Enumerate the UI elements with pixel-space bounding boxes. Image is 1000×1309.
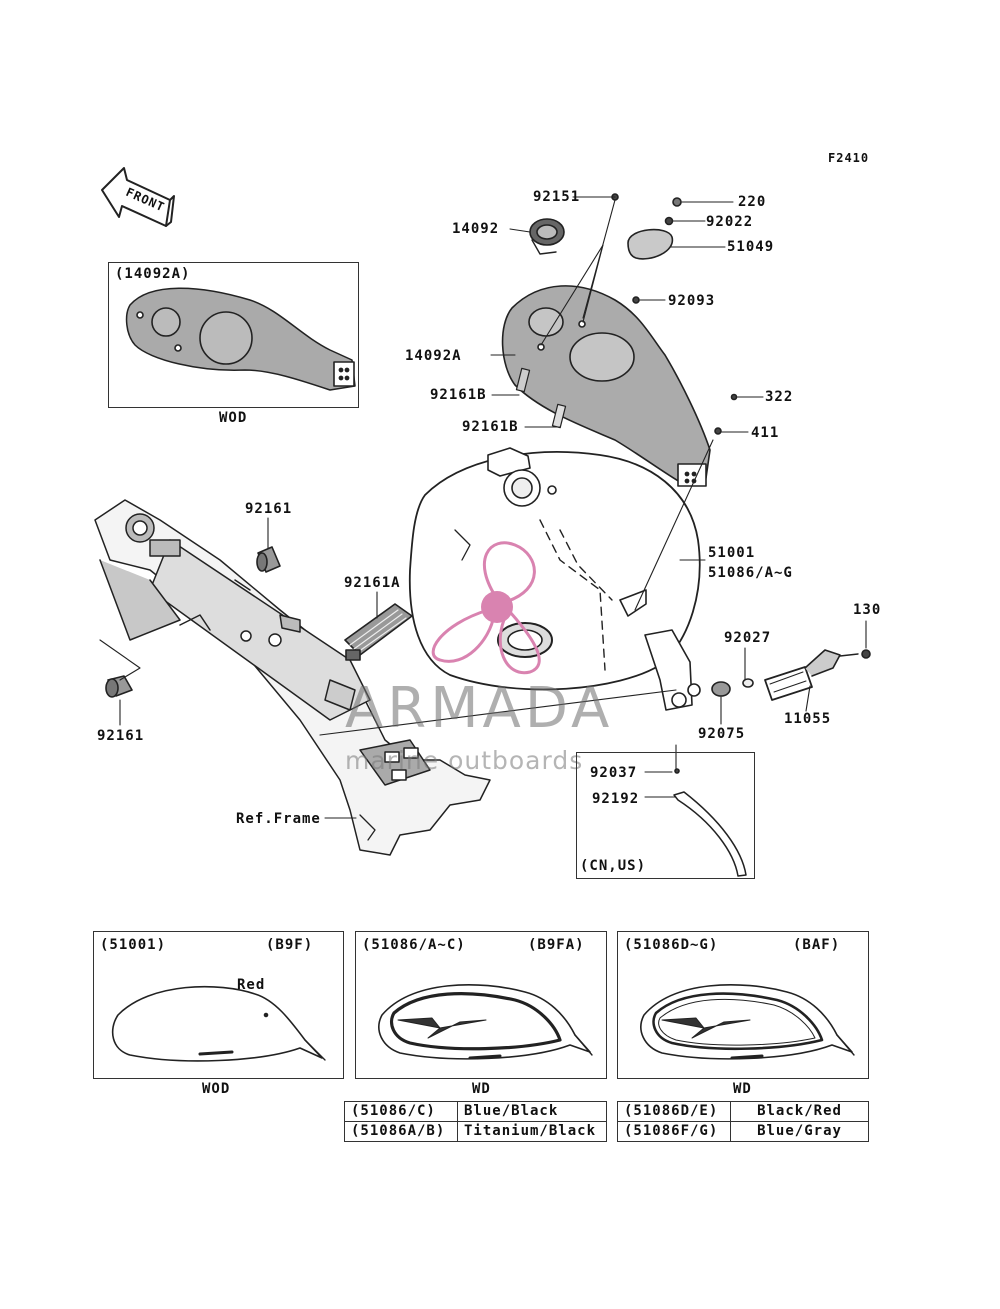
color-table-color: Black/Red [730,1101,869,1122]
inset-cn-us-title: (CN,US) [580,858,647,874]
inset-14092a-title: (14092A) [115,266,191,282]
variant-tank-51086-d-g-icon [640,983,855,1060]
vent-hose-icon [673,791,747,877]
table-row: (51086/C) Blue/Black [344,1101,607,1122]
color-table-color: Blue/Gray [730,1121,869,1142]
gauge-lens-icon [627,228,673,260]
fuel-cap-icon [529,218,565,255]
variant-tank-51086-a-c-icon [378,983,593,1060]
color-table-right: (51086D/E) Black/Red (51086F/G) Blue/Gra… [617,1101,869,1142]
variant-51086-a-c-code: (B9FA) [528,937,585,953]
color-table-part: (51086F/G) [617,1121,731,1142]
variant-box-51086-a-c [355,931,607,1079]
part-label-92037: 92037 [590,765,638,781]
part-label-92161-upper: 92161 [245,501,293,517]
part-label-92027: 92027 [724,630,772,646]
ref-frame-label: Ref.Frame [236,811,321,827]
color-table-part: (51086A/B) [344,1121,458,1142]
variant-51086-d-g-code: (BAF) [793,937,841,953]
variant-51001-color-note: Red [237,977,266,993]
inset-cover-14092a-icon [125,287,356,391]
table-row: (51086A/B) Titanium/Black [344,1121,607,1142]
part-label-11055: 11055 [784,711,832,727]
variant-51001-code: (B9F) [266,937,314,953]
variant-51086-a-c-part: (51086/A~C) [362,937,466,953]
part-label-92161b-lower: 92161B [462,419,519,435]
part-label-92151: 92151 [533,189,581,205]
rubber-pad-92161a-icon [344,603,413,661]
table-row: (51086F/G) Blue/Gray [617,1121,869,1142]
part-label-92192: 92192 [592,791,640,807]
inset-14092a-caption: WOD [219,410,248,426]
table-row: (51086D/E) Black/Red [617,1101,869,1122]
part-label-14092: 14092 [452,221,500,237]
frame-icon [94,499,491,856]
part-label-92075: 92075 [698,726,746,742]
variant-51001-caption: WOD [202,1081,231,1097]
rubber-mount-92161-upper-icon [256,546,281,573]
part-label-92022: 92022 [706,214,754,230]
rubber-mount-92161-lower-icon [105,675,133,698]
watermark-tagline: marine outboards [345,746,584,775]
variant-tank-51001-icon [111,985,326,1062]
variant-box-51086-d-g [617,931,869,1079]
color-table-part: (51086D/E) [617,1101,731,1122]
color-table-left: (51086/C) Blue/Black (51086A/B) Titanium… [344,1101,607,1142]
inset-cn-us [576,752,755,879]
sender-unit-11055-icon [711,649,871,701]
variant-51086-a-c-caption: WD [472,1081,491,1097]
variant-box-51001 [93,931,344,1079]
part-label-51049: 51049 [727,239,775,255]
part-label-322: 322 [765,389,794,405]
grommet-92161b-upper-icon [515,367,531,393]
front-arrow-icon [101,167,175,227]
part-label-92093: 92093 [668,293,716,309]
variant-51086-d-g-caption: WD [733,1081,752,1097]
variant-51001-part: (51001) [100,937,167,953]
part-label-92161-lower: 92161 [97,728,145,744]
diagram-code: F2410 [828,151,870,165]
part-label-51001: 51001 [708,545,756,561]
part-label-51086: 51086/A~G [708,565,793,581]
part-label-14092a: 14092A [405,348,462,364]
variant-51086-d-g-part: (51086D~G) [624,937,719,953]
leader-lines [99,196,867,819]
part-label-411: 411 [751,425,780,441]
part-label-220: 220 [738,194,767,210]
part-label-92161a: 92161A [344,575,401,591]
fuel-tank-icon [408,447,701,711]
watermark-brand: ARMADA [345,676,614,741]
part-label-130: 130 [853,602,882,618]
watermark-logo-icon [431,541,541,675]
part-label-92161b-upper: 92161B [430,387,487,403]
color-table-color: Titanium/Black [457,1121,607,1142]
inset-14092a [108,262,359,408]
color-table-part: (51086/C) [344,1101,458,1122]
color-table-color: Blue/Black [457,1101,607,1122]
